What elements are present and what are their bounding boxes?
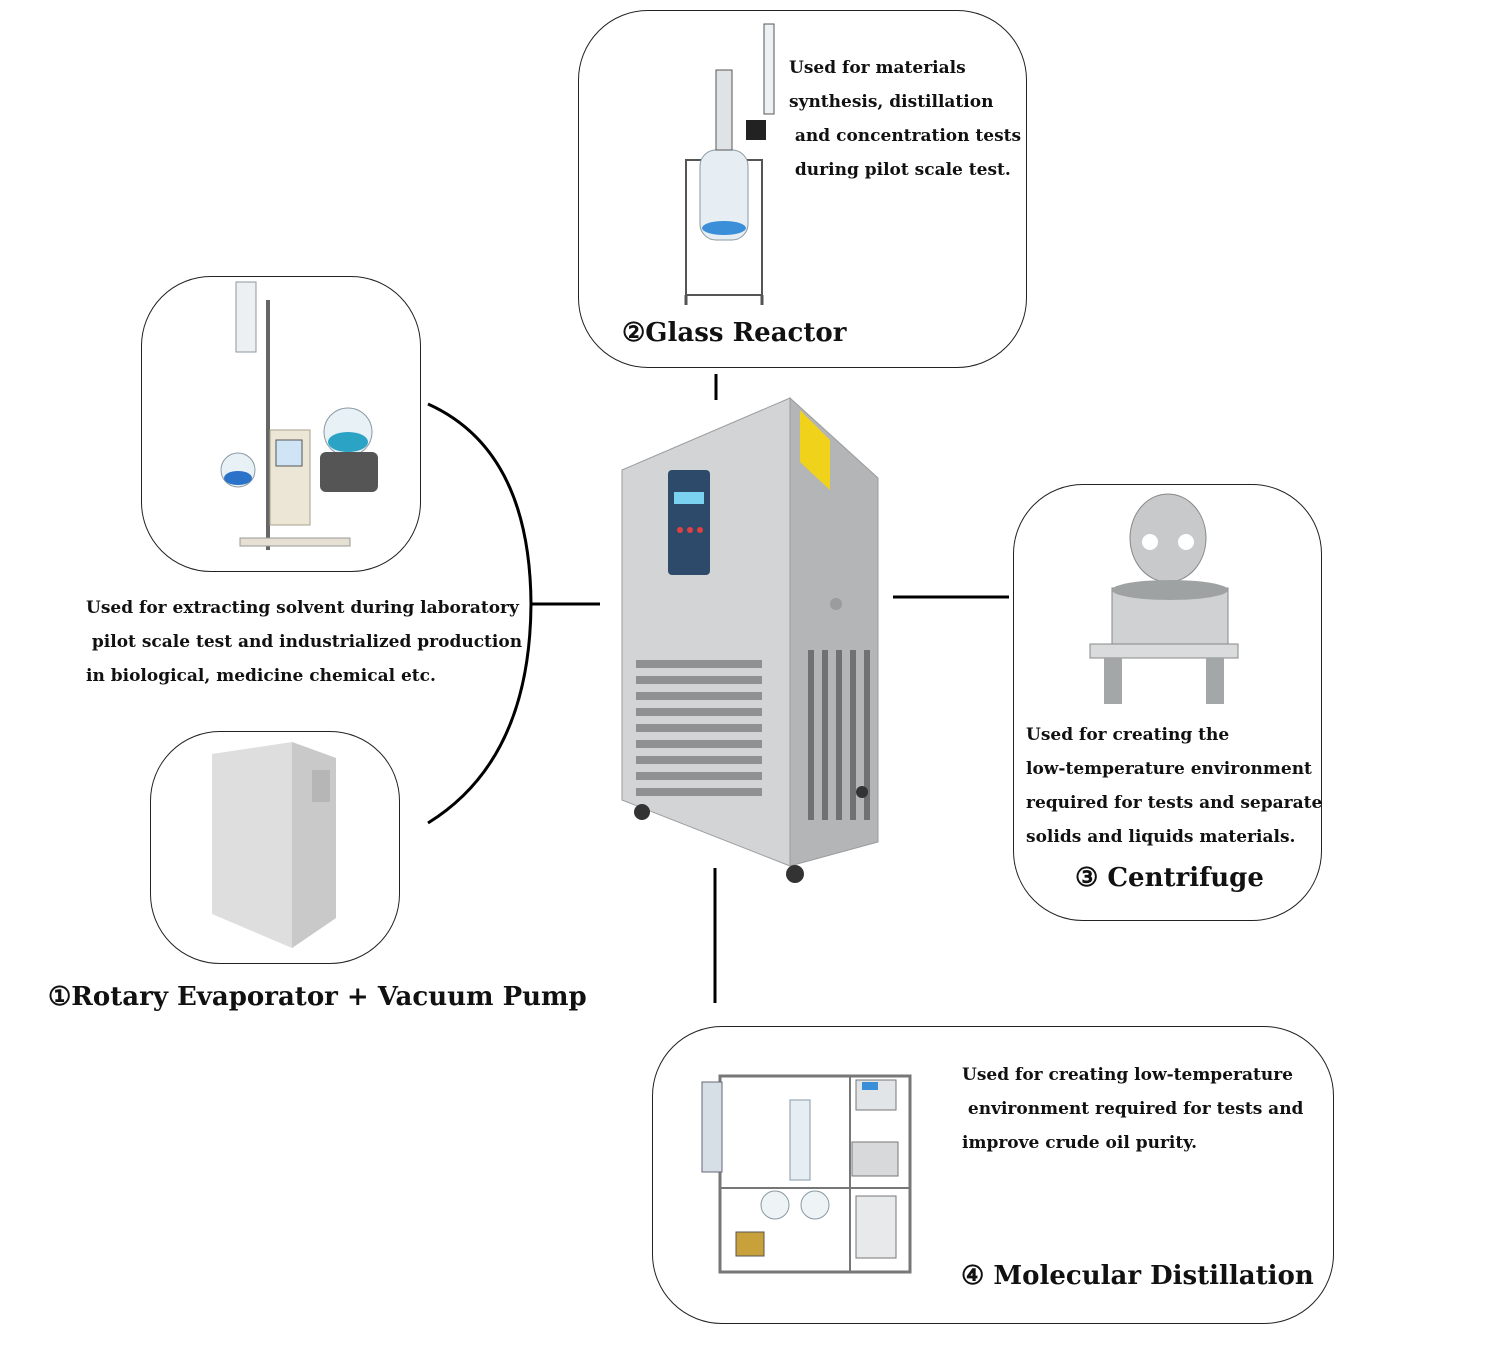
rotary-evaporator-title: ①Rotary Evaporator + Vacuum Pump [48, 982, 587, 1012]
chiller-unit-image [621, 396, 879, 883]
molecular-distillation-image [701, 1074, 912, 1274]
centrifuge-title: ③ Centrifuge [1075, 863, 1264, 893]
glass-reactor-card [578, 10, 1027, 368]
connector-left-bracket [427, 402, 533, 825]
molecular-distillation-description: Used for creating low-temperature enviro… [962, 1065, 1304, 1153]
rotary-evaporator-image [220, 281, 378, 550]
glass-reactor-description: Used for materials synthesis, distillati… [789, 58, 1022, 180]
rotary-evaporator-description: Used for extracting solvent during labor… [86, 598, 523, 686]
centrifuge-image [1089, 493, 1239, 704]
molecular-distillation-title: ④ Molecular Distillation [961, 1261, 1314, 1291]
vacuum-pump-image [212, 742, 336, 948]
connector-lines [427, 374, 1009, 1003]
glass-reactor-image [684, 23, 775, 305]
glass-reactor-title: ②Glass Reactor [622, 318, 847, 348]
centrifuge-description: Used for creating the low-temperature en… [1026, 725, 1323, 847]
